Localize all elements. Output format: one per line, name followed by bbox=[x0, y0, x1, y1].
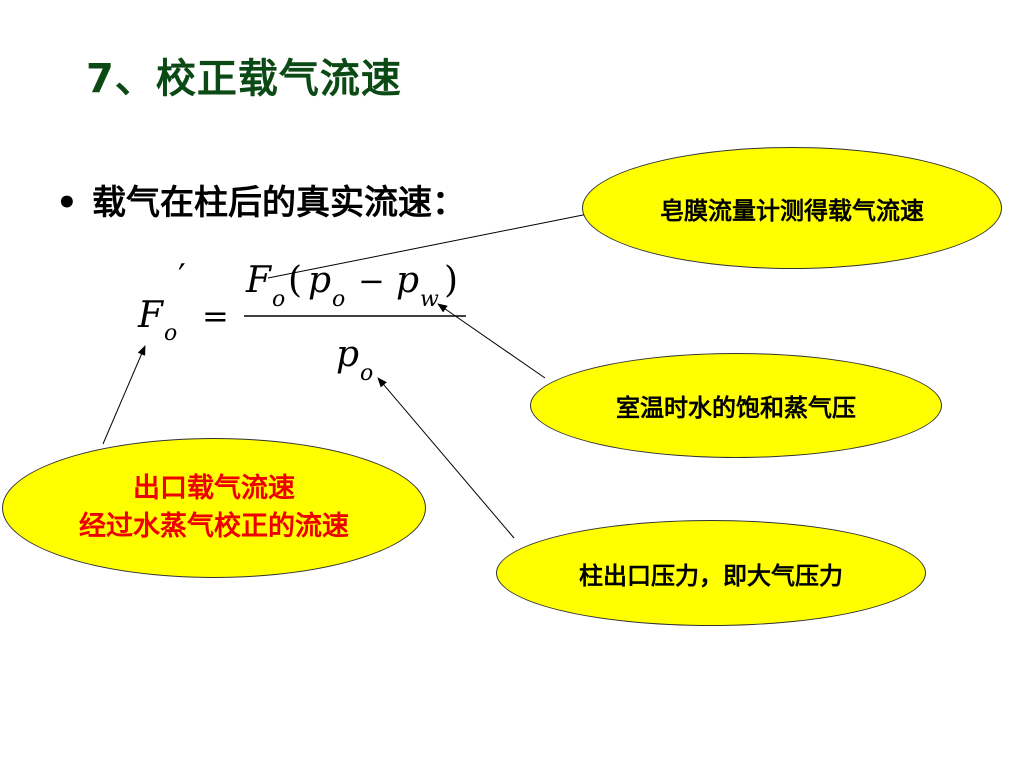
formula-num-p1: p bbox=[308, 260, 331, 301]
callout-soap-film-text: 皂膜流量计测得载气流速 bbox=[660, 196, 924, 225]
formula-equals: = bbox=[202, 297, 229, 335]
callout-soap-film: 皂膜流量计测得载气流速 bbox=[582, 147, 1002, 269]
formula-den-p: p bbox=[336, 334, 359, 375]
slide-title: 7、校正载气流速 bbox=[86, 56, 402, 102]
formula-lparen: ( bbox=[288, 260, 302, 301]
formula-num-p2: p bbox=[396, 260, 419, 301]
bullet-dot: • bbox=[56, 183, 78, 223]
callout-column-outlet: 柱出口压力，即大气压力 bbox=[496, 520, 926, 626]
formula-den-sub-o: o bbox=[360, 361, 373, 386]
soap-film-connector bbox=[267, 211, 599, 279]
vapor-pressure-arrow bbox=[437, 303, 546, 379]
bullet-item: • 载气在柱后的真实流速： bbox=[56, 175, 466, 224]
callout-vapor-pressure-text: 室温时水的饱和蒸气压 bbox=[616, 394, 856, 422]
formula-num-sub-o: o bbox=[272, 287, 285, 312]
callout-outlet-line2: 经过水蒸气校正的流速 bbox=[79, 511, 349, 542]
callout-outlet-flow: 出口载气流速 经过水蒸气校正的流速 bbox=[2, 438, 426, 578]
formula-prime: ′ bbox=[178, 257, 186, 297]
callout-outlet-line1: 出口载气流速 bbox=[133, 473, 295, 504]
outlet-flow-arrow bbox=[102, 345, 146, 445]
callout-vapor-pressure: 室温时水的饱和蒸气压 bbox=[530, 353, 942, 458]
formula-rparen: ) bbox=[444, 260, 458, 301]
formula-num-F: F bbox=[245, 260, 273, 301]
bullet-text: 载气在柱后的真实流速： bbox=[92, 183, 466, 223]
formula-num-p2-sub-w: w bbox=[420, 287, 439, 312]
formula-lhs-F: F bbox=[137, 295, 165, 336]
formula-lhs-sub-o: o bbox=[164, 321, 177, 346]
callout-column-outlet-text: 柱出口压力，即大气压力 bbox=[579, 561, 843, 590]
formula-minus: − bbox=[358, 262, 385, 300]
column-outlet-arrow bbox=[377, 377, 515, 539]
formula-num-p1-sub-o: o bbox=[332, 287, 345, 312]
